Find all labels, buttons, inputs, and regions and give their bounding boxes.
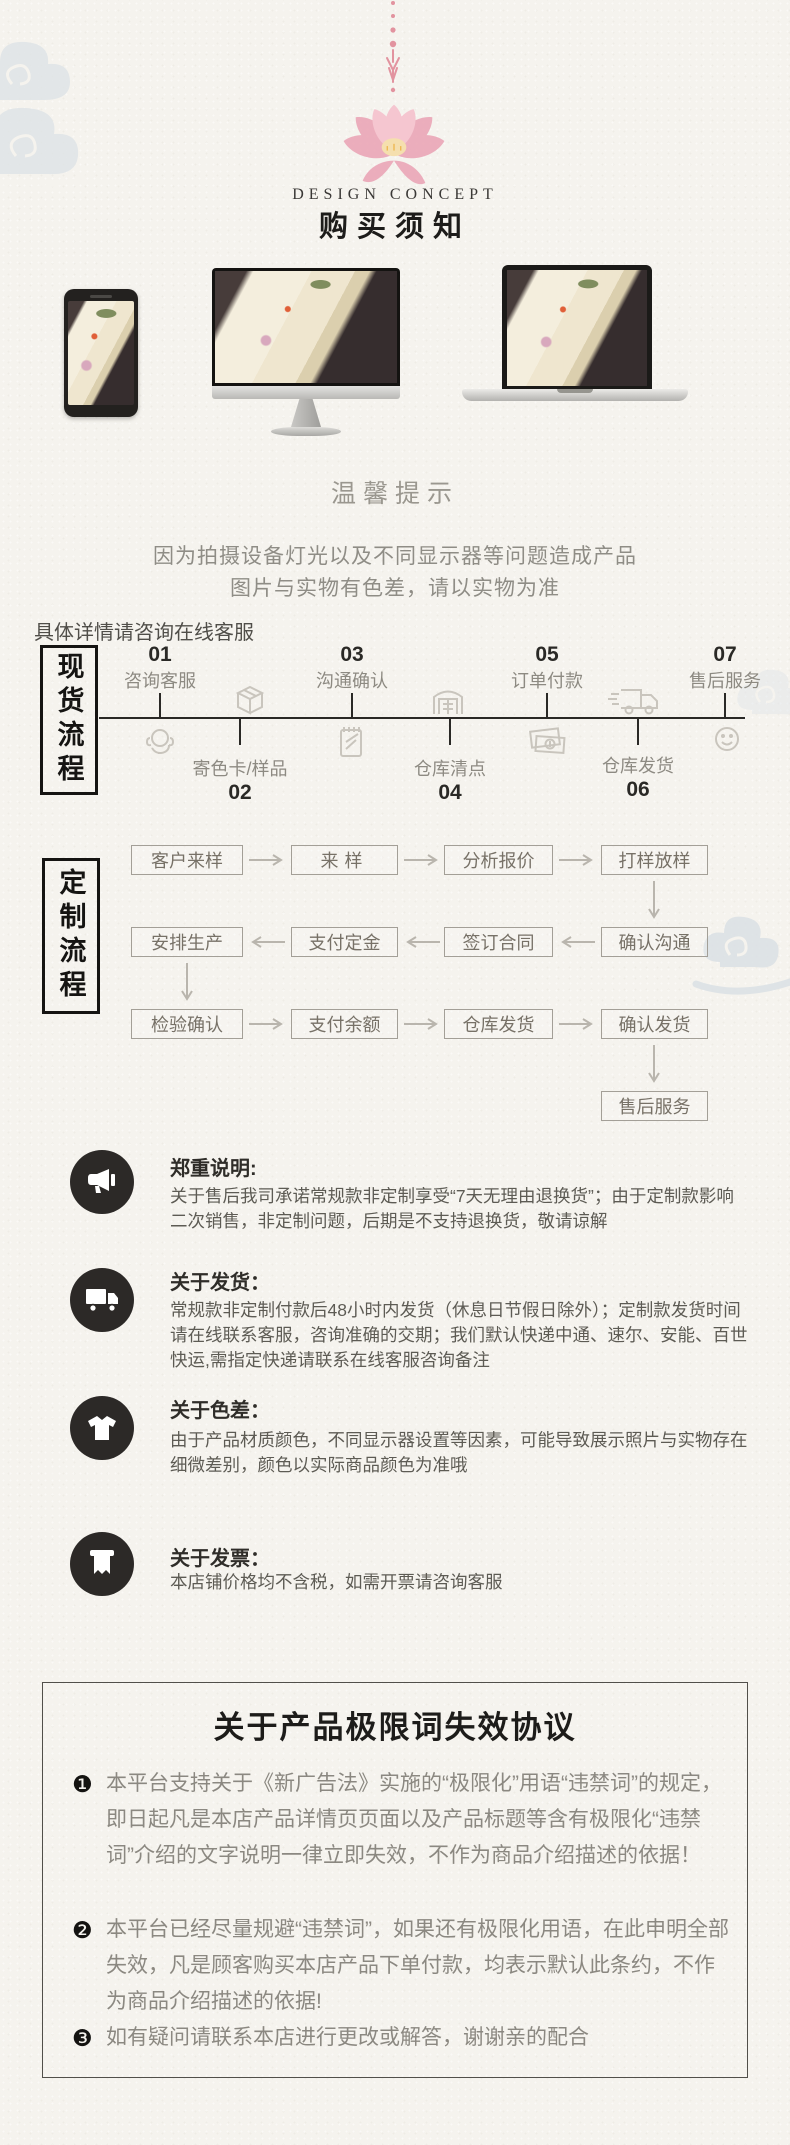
phone-speaker (90, 295, 112, 298)
step-number: 03 (340, 643, 364, 666)
tips-line-1: 因为拍摄设备灯光以及不同显示器等问题造成产品 (153, 545, 637, 568)
step-label: 订单付款 (511, 671, 583, 691)
flow-step-box: 检验确认 (131, 1009, 243, 1039)
tips-heading: 温馨提示 (330, 480, 459, 508)
notice-title: 郑重说明: (170, 1158, 257, 1180)
agreement-item: 本平台支持关于《新广告法》实施的“极限化”用语“违禁词”的规定，即日起凡是本店产… (106, 1772, 722, 1867)
step-number: 04 (438, 781, 462, 804)
arrow-left-icon (251, 936, 285, 948)
step-number: 06 (626, 778, 650, 801)
carton-box-icon (235, 685, 265, 715)
cloud-decoration-right (692, 916, 790, 995)
arrow-down-icon (181, 963, 193, 1001)
phone-product-image (68, 301, 134, 405)
step-label: 沟通确认 (316, 671, 388, 691)
flow-step-box: 签订合同 (444, 927, 553, 957)
phone-mockup (64, 289, 138, 417)
bullet-2: ❷ (72, 1917, 93, 1943)
notice-body: 本店铺价格均不含税，如需开票请咨询客服 (170, 1572, 503, 1592)
custom-flow-label-box: 定制流程 (42, 858, 100, 1014)
laptop-mockup (462, 265, 688, 401)
notice-title: 关于发货： (170, 1272, 270, 1294)
flow-step-box: 支付定金 (291, 927, 398, 957)
page-title: 购买须知 (318, 211, 471, 243)
step-number: 05 (535, 643, 559, 666)
flow-step-box: 安排生产 (131, 927, 243, 957)
laptop-base (462, 389, 688, 401)
step-label: 寄色卡/样品 (192, 759, 288, 779)
spot-flow-label-box: 现货流程 (40, 645, 98, 795)
notice-icon-circle (70, 1268, 134, 1332)
laptop-product-image (507, 270, 647, 386)
hanging-ornament-icon (386, 1, 400, 93)
headset-agent-icon (145, 729, 175, 754)
step-label: 咨询客服 (124, 671, 196, 691)
step-number: 01 (148, 643, 172, 666)
arrow-right-icon (559, 854, 593, 866)
flow-step-box: 客户来样 (131, 845, 243, 875)
notice-icon-circle (70, 1150, 134, 1214)
step-number: 07 (713, 643, 737, 666)
flow-step-box: 确认发货 (601, 1009, 708, 1039)
arrow-right-icon (404, 1018, 438, 1030)
smiley-icon (715, 727, 739, 751)
flow-step-box: 确认沟通 (601, 927, 708, 957)
bullet-3: ❸ (72, 2025, 93, 2051)
notice-body: 常规款非定制付款后48小时内发货（休息日节假日除外）；定制款发货时间请在线联系客… (170, 1300, 748, 1370)
agreement-box (42, 1682, 748, 2078)
money-icon (529, 727, 566, 755)
receipt-icon (90, 1550, 114, 1574)
arrow-down-icon (648, 1045, 660, 1083)
arrow-left-icon (406, 936, 440, 948)
arrow-left-icon (561, 936, 595, 948)
flow-step-box: 来样 (291, 845, 398, 875)
flow-step-box: 分析报价 (444, 845, 553, 875)
monitor-mockup (212, 268, 400, 436)
notice-title: 关于色差： (170, 1400, 270, 1422)
flow-step-box: 打样放样 (601, 845, 708, 875)
notice-icon-circle (70, 1396, 134, 1460)
notepad-icon (340, 727, 362, 757)
monitor-stand (291, 399, 321, 427)
arrow-right-icon (249, 1018, 283, 1030)
step-label: 售后服务 (689, 671, 761, 691)
notice-icon-circle (70, 1532, 134, 1596)
flow-step-box: 支付余额 (291, 1009, 398, 1039)
arrow-right-icon (404, 854, 438, 866)
monitor-product-image (215, 271, 397, 383)
custom-flow-label: 定制流程 (55, 868, 86, 1004)
timeline-line (99, 717, 745, 719)
truck-icon (86, 1289, 118, 1313)
lotus-flower-image (343, 104, 445, 185)
delivery-truck-icon (608, 689, 658, 715)
bullet-1: ❶ (72, 1771, 93, 1797)
notice-body: 由于产品材质颜色，不同显示器设置等因素，可能导致展示照片与实物存在细微差别，颜色… (170, 1430, 748, 1475)
agreement-item: 本平台已经尽量规避“违禁词”，如果还有极限化用语，在此申明全部失效，凡是顾客购买… (106, 1918, 729, 2013)
notice-body: 关于售后我司承诺常规款非定制享受“7天无理由退换货”；由于定制款影响二次销售，非… (170, 1186, 734, 1231)
cloud-decoration-top-left (0, 41, 88, 188)
arrow-right-icon (249, 854, 283, 866)
flow-step-box: 仓库发货 (444, 1009, 553, 1039)
cloud-decoration-right-small (737, 669, 790, 715)
spot-flow-label: 现货流程 (53, 652, 84, 788)
flow-step-box: 售后服务 (601, 1091, 708, 1121)
brand-caption: DESIGN CONCEPT (292, 186, 498, 203)
consult-note: 具体详情请咨询在线客服 (34, 622, 254, 644)
agreement-item: 如有疑问请联系本店进行更改或解答，谢谢亲的配合 (106, 2026, 589, 2049)
agreement-title: 关于产品极限词失效协议 (213, 1710, 577, 1745)
warehouse-icon (433, 690, 463, 714)
megaphone-icon (88, 1169, 115, 1193)
arrow-down-icon (648, 881, 660, 919)
tips-line-2: 图片与实物有色差，请以实物为准 (230, 577, 560, 600)
monitor-base (271, 427, 341, 436)
tshirt-icon (88, 1416, 116, 1440)
monitor-chin (212, 386, 400, 399)
step-number: 02 (228, 781, 252, 804)
arrow-right-icon (559, 1018, 593, 1030)
step-label: 仓库清点 (414, 759, 486, 779)
notice-title: 关于发票： (170, 1548, 270, 1570)
step-label: 仓库发货 (602, 756, 674, 776)
